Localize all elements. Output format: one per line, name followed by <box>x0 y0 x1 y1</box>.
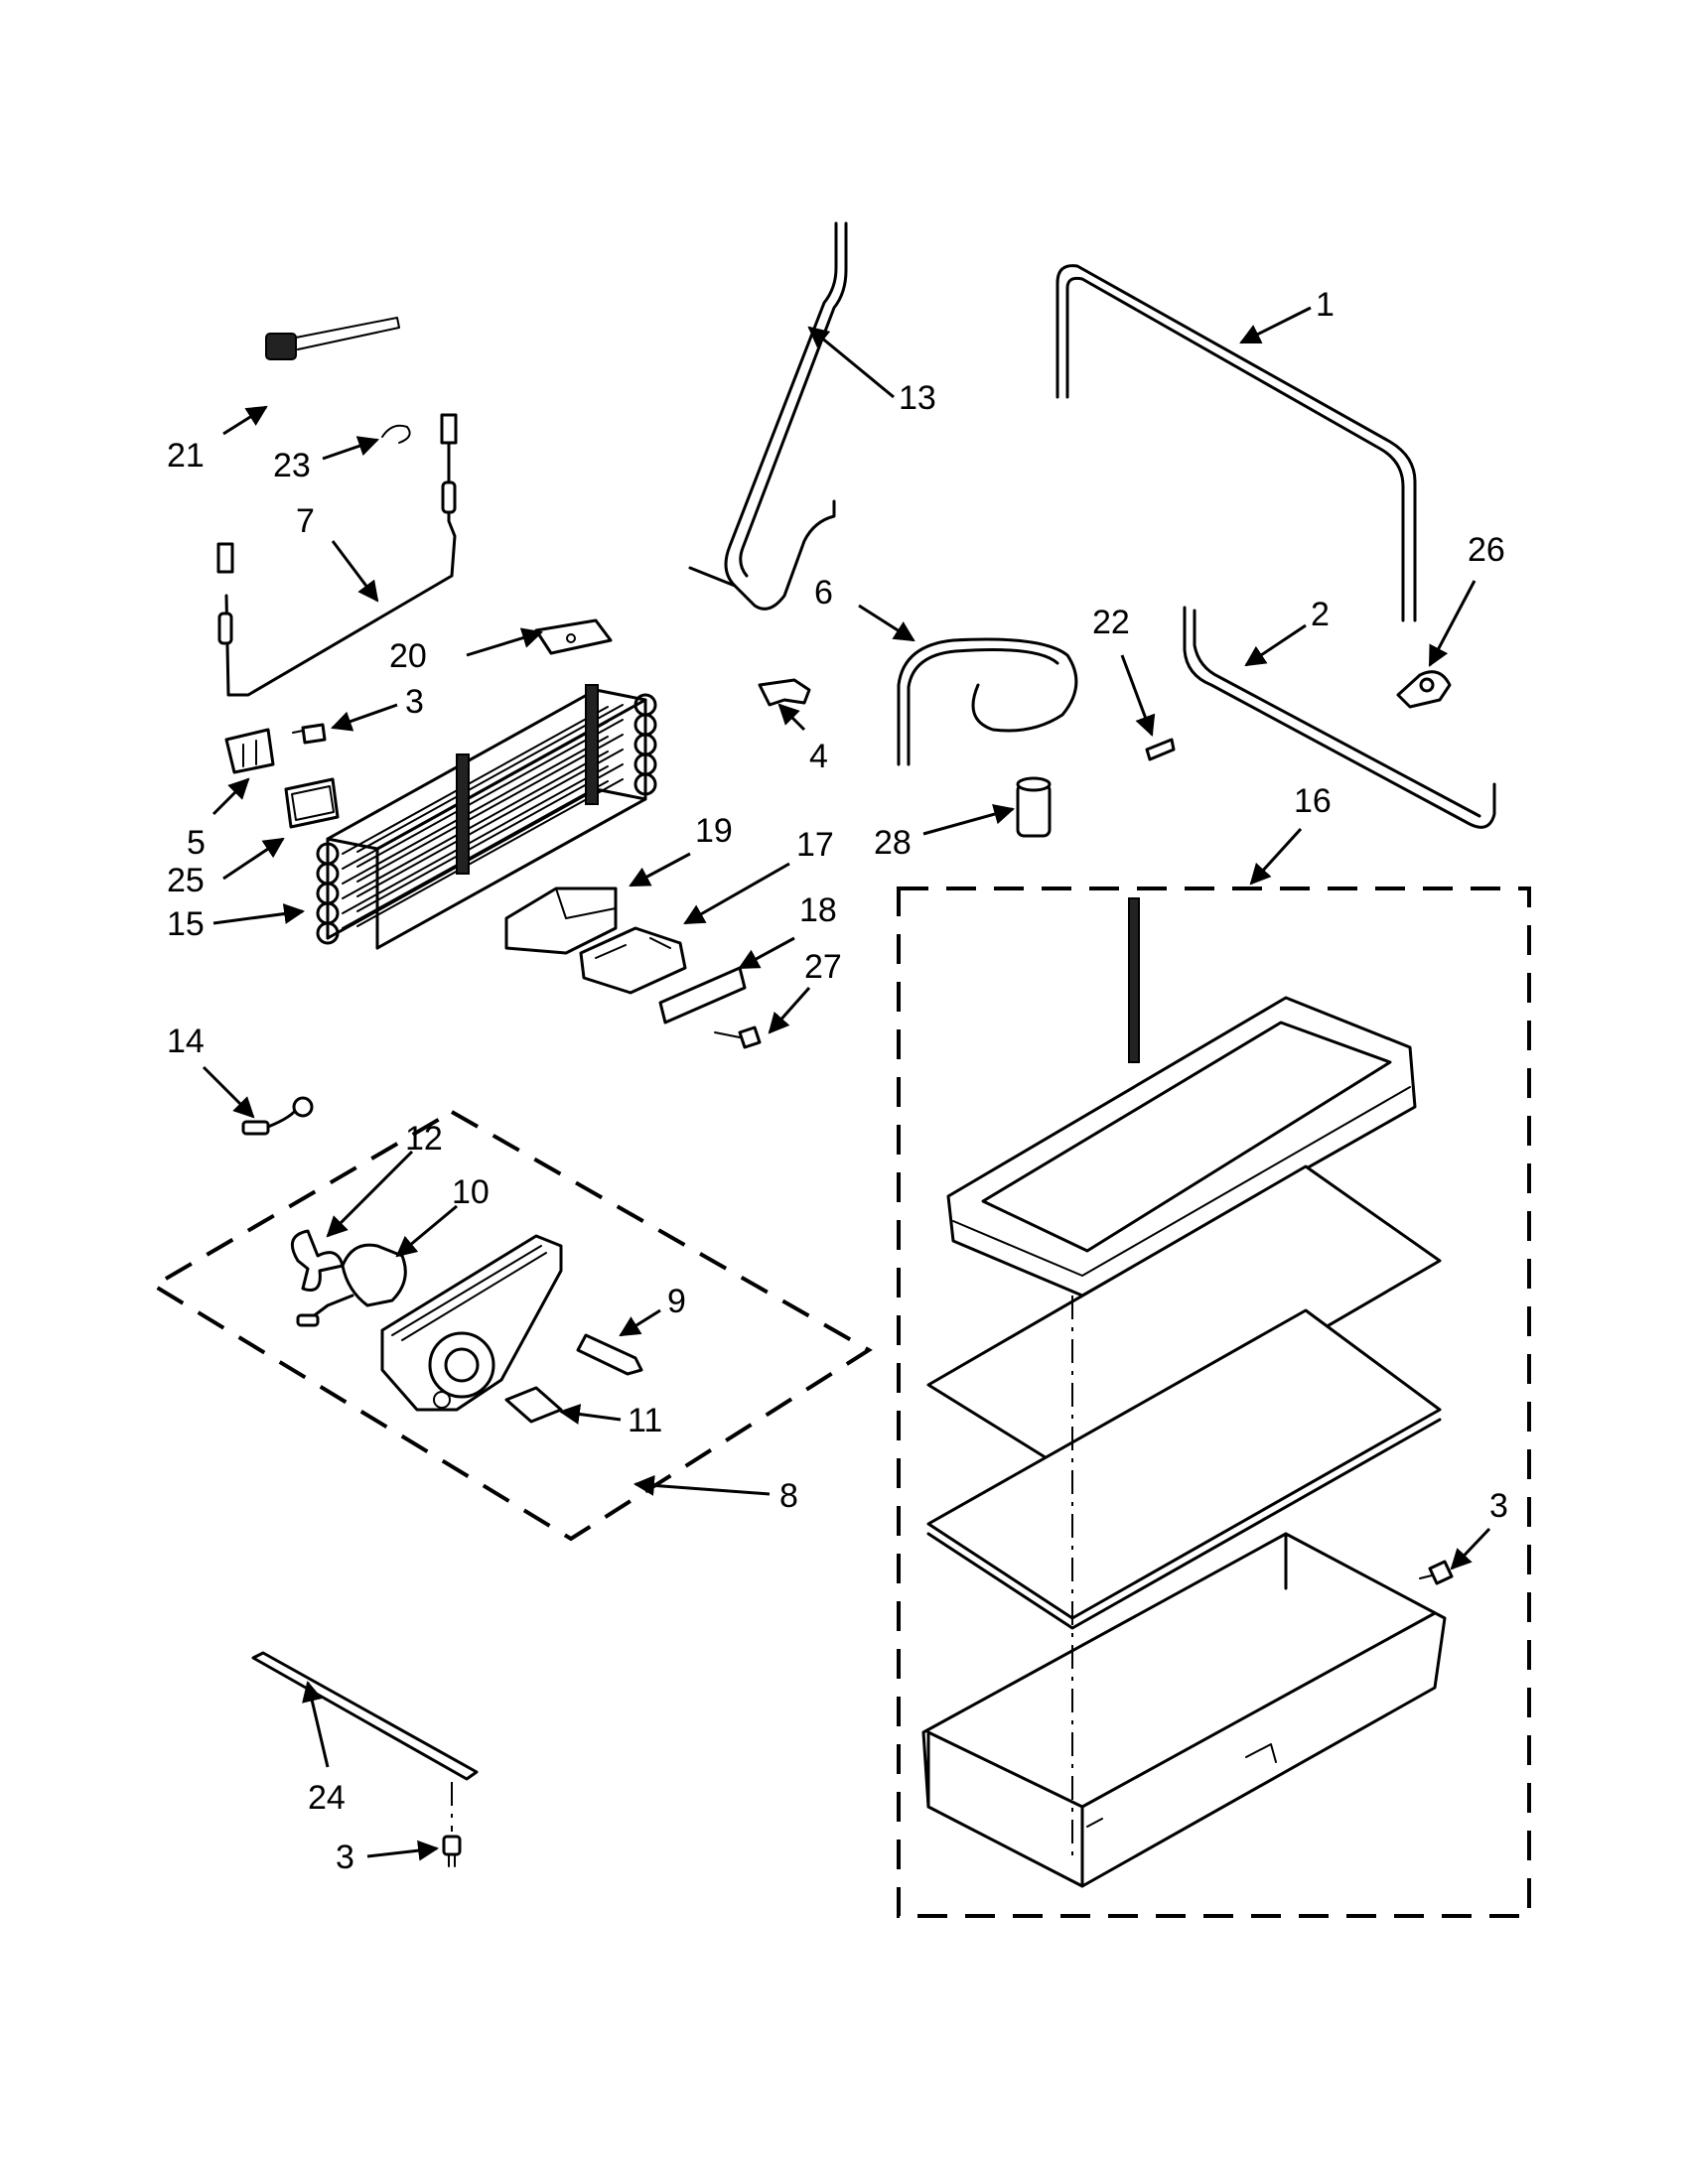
callout-20: 20 <box>389 637 427 675</box>
part-27-screw <box>714 1025 762 1049</box>
part-23-hook <box>381 424 411 444</box>
callout-10: 10 <box>452 1173 490 1211</box>
part-28-cylinder <box>1016 776 1052 838</box>
part-12-fan-blade <box>290 1229 345 1292</box>
part-22-clip <box>1145 738 1176 761</box>
part-16-tray <box>946 897 1417 1297</box>
callout-18: 18 <box>799 891 837 929</box>
part-8-assembly-boundary-line <box>150 1109 873 1542</box>
leader-lines <box>202 306 1491 1861</box>
part-6-tubing <box>897 637 1078 766</box>
part-15-evaporator <box>316 684 657 950</box>
callout-8: 8 <box>779 1477 798 1515</box>
callout-4: 4 <box>809 738 828 775</box>
callout-3-lower-left: 3 <box>336 1839 354 1876</box>
part-2-tube <box>1183 606 1496 829</box>
callout-27: 27 <box>804 948 842 986</box>
callout-3-right: 3 <box>1489 1487 1508 1525</box>
part-1-tube <box>1055 264 1417 622</box>
callout-26: 26 <box>1468 531 1505 569</box>
callout-6: 6 <box>814 574 833 612</box>
part-9-link <box>576 1333 643 1376</box>
callout-5: 5 <box>187 824 206 862</box>
fan-housing <box>380 1234 563 1412</box>
part-11-bracket <box>504 1386 563 1424</box>
callout-14: 14 <box>167 1023 205 1060</box>
part-5-bracket <box>224 728 275 774</box>
callout-1: 1 <box>1316 286 1335 324</box>
part-14-thermistor <box>241 1096 314 1136</box>
part-19-plate <box>504 887 618 955</box>
part-3-screw-lower-left <box>442 1782 462 1867</box>
callout-3-upper: 3 <box>405 683 424 721</box>
callout-12: 12 <box>405 1120 443 1158</box>
part-16-sheet-upper <box>926 1164 1442 1476</box>
callout-7: 7 <box>296 502 315 540</box>
part-16-assembly-boundary <box>897 887 1531 1918</box>
part-13-tube <box>688 221 848 611</box>
callout-17: 17 <box>796 826 834 864</box>
part-3-screw-right <box>1419 1560 1454 1585</box>
part-4-clip <box>758 678 811 707</box>
callout-15: 15 <box>167 905 205 943</box>
part-24-strip <box>251 1651 479 1781</box>
callout-24: 24 <box>308 1779 346 1817</box>
callout-28: 28 <box>874 824 912 862</box>
callout-23: 23 <box>273 447 311 484</box>
callout-22: 22 <box>1092 604 1130 641</box>
callout-2: 2 <box>1311 596 1330 633</box>
part-17-bracket <box>579 926 687 995</box>
part-20-plate <box>534 618 613 655</box>
callout-21: 21 <box>167 437 205 475</box>
part-16-base-pan <box>921 1532 1447 1888</box>
part-16-sheet-lower <box>926 1308 1442 1630</box>
callout-11: 11 <box>628 1402 662 1439</box>
part-26-clamp <box>1396 670 1452 709</box>
callout-labels: 1 2 3 4 5 6 7 8 9 10 11 12 13 14 15 16 1… <box>167 286 1508 1876</box>
part-25-pad <box>284 777 340 829</box>
callout-16: 16 <box>1294 782 1332 820</box>
callout-25: 25 <box>167 862 205 899</box>
part-7-harness <box>216 413 458 697</box>
callout-19: 19 <box>695 812 733 850</box>
callout-13: 13 <box>899 379 936 417</box>
part-21-wire-tie <box>265 317 400 360</box>
callout-9: 9 <box>667 1283 686 1320</box>
part-18-panel <box>658 966 747 1024</box>
part-3-screw-upper <box>292 723 327 745</box>
part-10-fan-motor <box>296 1243 407 1327</box>
